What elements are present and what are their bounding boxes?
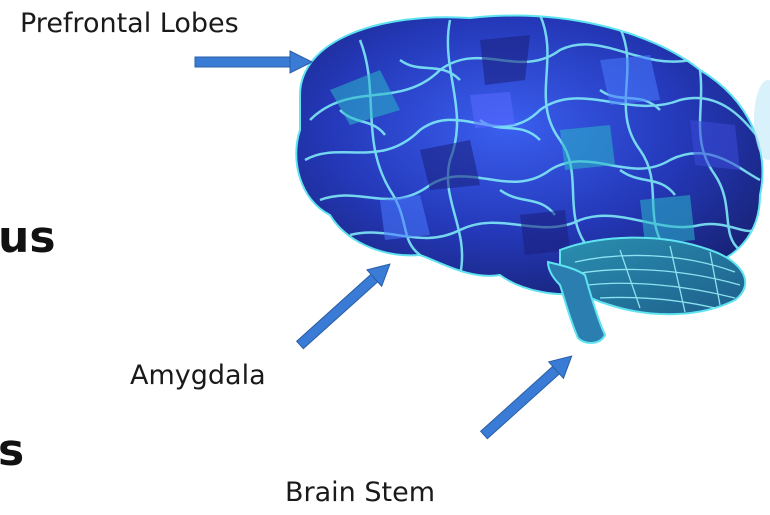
arrow-brain-stem: [477, 348, 579, 443]
text-fragment-upper: us: [0, 212, 56, 263]
arrow-amygdala: [293, 256, 398, 353]
label-prefrontal-lobes: Prefrontal Lobes: [20, 8, 239, 39]
label-brain-stem: Brain Stem: [285, 477, 435, 508]
arrow-prefrontal: [195, 51, 312, 73]
label-amygdala: Amygdala: [130, 360, 266, 391]
text-fragment-lower: s: [0, 425, 24, 476]
